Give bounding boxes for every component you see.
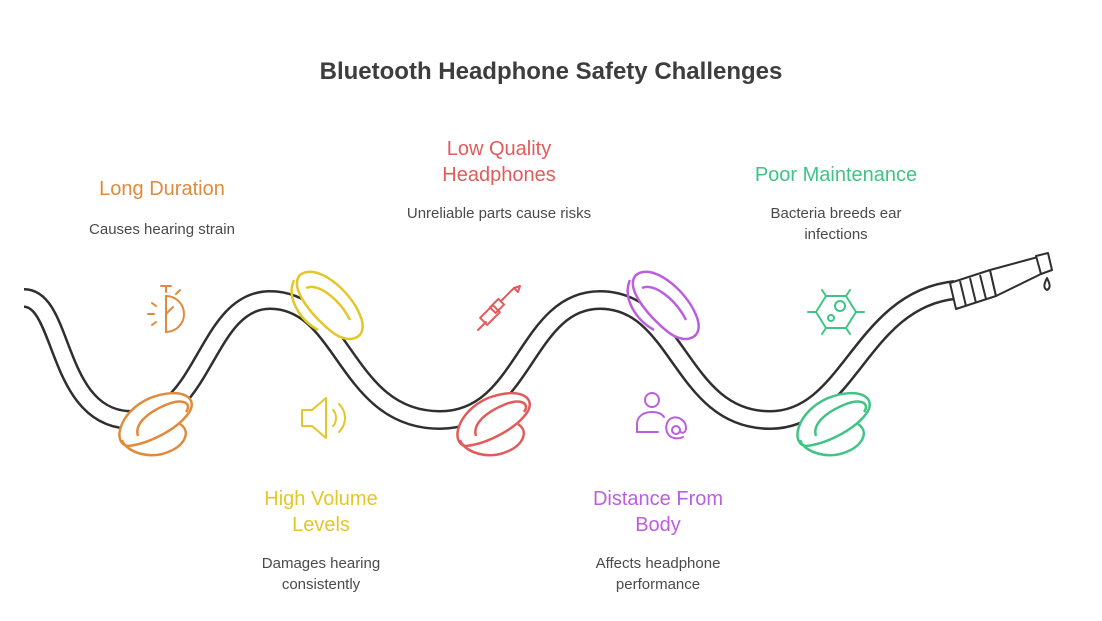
heading-distance-text: Distance From Body [592, 488, 724, 536]
audio-jack-icon [477, 285, 521, 331]
speaker-volume-icon [301, 397, 346, 439]
heading-high-volume: High Volume Levels [241, 486, 401, 538]
knot-distance [626, 270, 700, 341]
desc-low-quality: Unreliable parts cause risks [406, 205, 592, 222]
nozzle [949, 252, 1053, 310]
heading-poor-maintenance: Poor Maintenance [726, 162, 946, 188]
heading-low-quality-text: Low Quality Headphones [442, 138, 556, 186]
heading-long-duration-text: Long Duration [99, 178, 225, 200]
diagram-title: Bluetooth Headphone Safety Challenges [319, 58, 783, 85]
heading-long-duration: Long Duration [62, 176, 262, 202]
heading-low-quality: Low Quality Headphones [409, 136, 589, 188]
desc-high-volume: Damages hearing consistently [261, 555, 381, 593]
heading-high-volume-text: High Volume Levels [264, 488, 378, 536]
bacteria-icon [807, 289, 865, 335]
knot-maintenance [796, 392, 871, 457]
knot-long-duration [118, 392, 193, 457]
knot-low-quality [456, 392, 531, 457]
desc-poor-maintenance: Bacteria breeds ear infections [770, 205, 902, 243]
user-at-icon [636, 392, 688, 440]
heading-distance: Distance From Body [573, 486, 743, 538]
desc-distance: Affects headphone performance [595, 555, 721, 593]
heading-poor-maintenance-text: Poor Maintenance [754, 164, 918, 186]
stopwatch-icon [147, 285, 185, 334]
knot-high-volume [290, 270, 364, 341]
desc-long-duration: Causes hearing strain [89, 221, 235, 238]
